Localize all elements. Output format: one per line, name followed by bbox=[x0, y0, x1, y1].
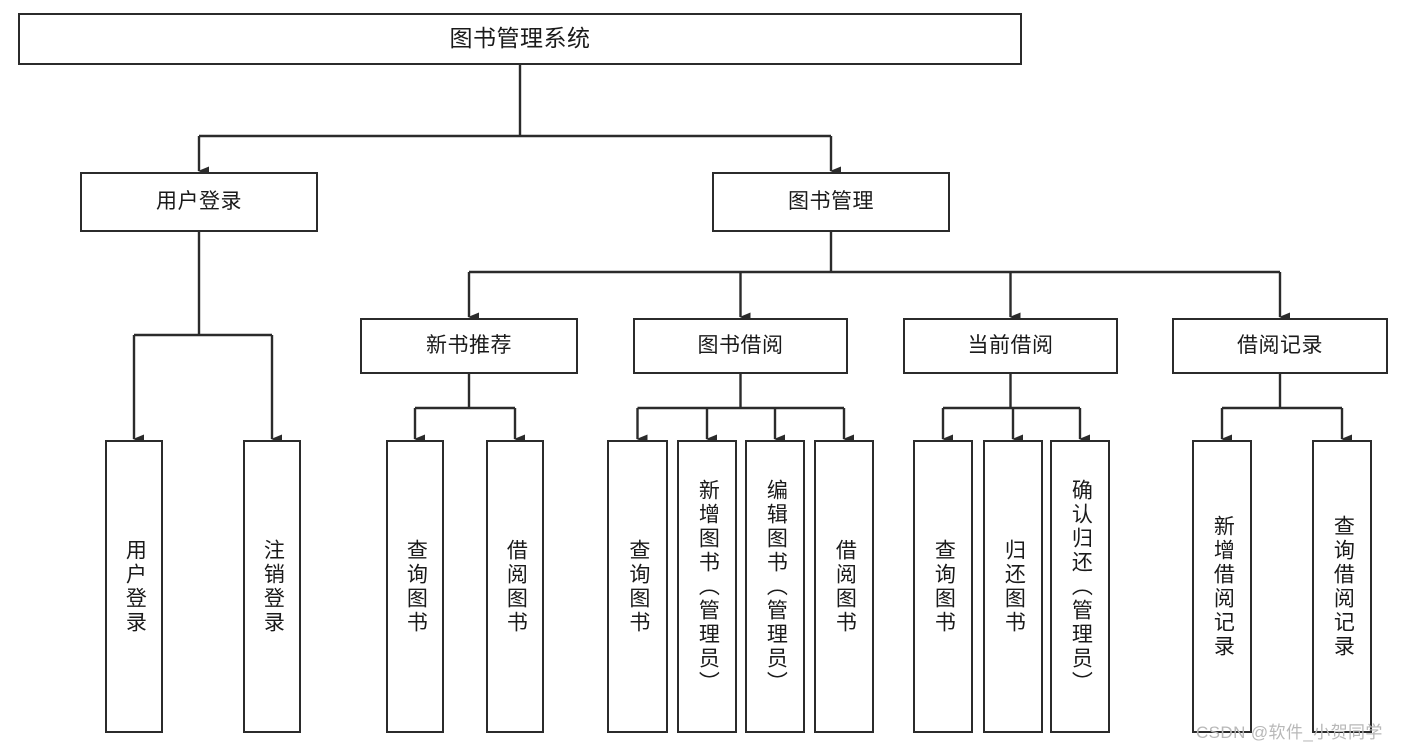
node-borrow-record[interactable]: 借阅记录 bbox=[1172, 318, 1388, 374]
node-current-borrow[interactable]: 当前借阅 bbox=[903, 318, 1118, 374]
node-label: 用户登录 bbox=[123, 538, 147, 635]
node-leaf-confirm-return[interactable]: 确认归还（管理员） bbox=[1050, 440, 1110, 733]
node-leaf-borrow-book-2[interactable]: 借阅图书 bbox=[814, 440, 874, 733]
node-label: 归还图书 bbox=[1002, 538, 1026, 635]
node-label: 用户登录 bbox=[156, 189, 242, 213]
node-book-borrow[interactable]: 图书借阅 bbox=[633, 318, 848, 374]
node-leaf-query-record[interactable]: 查询借阅记录 bbox=[1312, 440, 1372, 733]
node-leaf-query-book-3[interactable]: 查询图书 bbox=[913, 440, 973, 733]
node-leaf-add-record[interactable]: 新增借阅记录 bbox=[1192, 440, 1252, 733]
node-leaf-add-book[interactable]: 新增图书（管理员） bbox=[677, 440, 737, 733]
node-leaf-user-logout[interactable]: 注销登录 bbox=[243, 440, 301, 733]
node-label: 新书推荐 bbox=[426, 333, 512, 357]
node-label: 借阅图书 bbox=[504, 538, 528, 635]
node-label: 借阅记录 bbox=[1237, 333, 1323, 357]
node-leaf-return-book[interactable]: 归还图书 bbox=[983, 440, 1043, 733]
node-leaf-edit-book[interactable]: 编辑图书（管理员） bbox=[745, 440, 805, 733]
node-label: 图书管理系统 bbox=[449, 25, 591, 52]
node-label: 图书借阅 bbox=[697, 333, 784, 357]
node-label: 新增借阅记录 bbox=[1211, 514, 1235, 659]
node-label: 确认归还（管理员） bbox=[1069, 478, 1093, 695]
node-label: 新增图书（管理员） bbox=[696, 478, 720, 695]
node-label: 查询图书 bbox=[626, 538, 650, 635]
node-new-book-rec[interactable]: 新书推荐 bbox=[360, 318, 578, 374]
node-label: 当前借阅 bbox=[967, 333, 1054, 357]
node-label: 图书管理 bbox=[788, 189, 874, 213]
node-root[interactable]: 图书管理系统 bbox=[18, 13, 1022, 65]
node-user-login[interactable]: 用户登录 bbox=[80, 172, 318, 232]
connector-layer bbox=[132, 65, 1352, 444]
node-label: 注销登录 bbox=[261, 538, 285, 635]
node-leaf-user-login[interactable]: 用户登录 bbox=[105, 440, 163, 733]
node-leaf-query-book-1[interactable]: 查询图书 bbox=[386, 440, 444, 733]
node-label: 查询图书 bbox=[404, 538, 428, 635]
node-label: 编辑图书（管理员） bbox=[764, 478, 788, 695]
node-leaf-query-book-2[interactable]: 查询图书 bbox=[607, 440, 668, 733]
node-leaf-borrow-book-1[interactable]: 借阅图书 bbox=[486, 440, 544, 733]
node-label: 借阅图书 bbox=[833, 538, 857, 635]
csdn-watermark: CSDN @软件_小贺同学 bbox=[1196, 723, 1383, 742]
node-label: 查询图书 bbox=[932, 538, 956, 635]
node-book-manage[interactable]: 图书管理 bbox=[712, 172, 950, 232]
node-label: 查询借阅记录 bbox=[1331, 514, 1355, 659]
